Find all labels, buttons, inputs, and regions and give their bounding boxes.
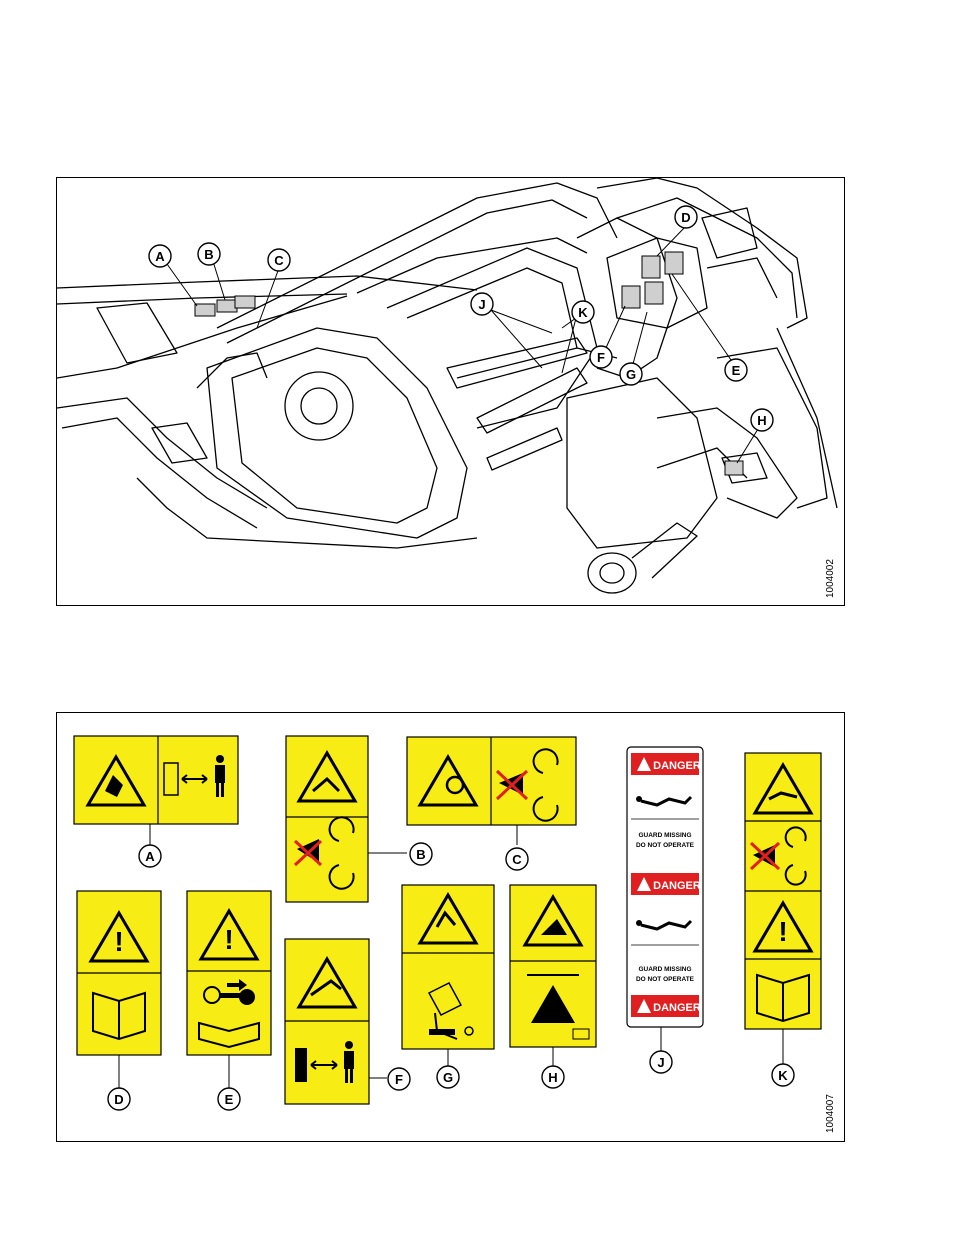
no-hands-rotating-icon bbox=[495, 748, 559, 822]
callout-G: G bbox=[619, 362, 643, 386]
callout-J: J bbox=[470, 292, 494, 316]
decal-B bbox=[285, 735, 369, 903]
figure-id-label: 1004007 bbox=[825, 1094, 836, 1133]
keep-clear-icon bbox=[295, 1048, 307, 1082]
decal-F bbox=[284, 938, 370, 1105]
svg-text:!: ! bbox=[778, 916, 787, 947]
svg-text:F: F bbox=[395, 1072, 403, 1087]
entanglement-icon bbox=[636, 795, 693, 807]
svg-text:GUARD MISSING: GUARD MISSING bbox=[638, 832, 691, 839]
remove-key-icon bbox=[203, 979, 255, 1005]
callout-H: H bbox=[750, 408, 774, 432]
svg-text:E: E bbox=[732, 363, 741, 378]
svg-text:DANGER: DANGER bbox=[653, 880, 701, 892]
svg-text:F: F bbox=[597, 350, 605, 365]
decal-H bbox=[509, 884, 597, 1048]
entanglement-icon bbox=[636, 919, 693, 931]
machine-line-drawing: A B C D E F G H J K bbox=[57, 178, 838, 594]
decal-label-B: B bbox=[409, 842, 433, 866]
decal-E: ! bbox=[186, 890, 272, 1056]
svg-text:GUARD MISSING: GUARD MISSING bbox=[638, 966, 691, 973]
decal-D: ! bbox=[76, 890, 162, 1056]
decal-label-C: C bbox=[505, 847, 529, 871]
svg-text:H: H bbox=[548, 1070, 557, 1085]
svg-text:A: A bbox=[145, 849, 155, 864]
svg-text:!: ! bbox=[114, 926, 123, 957]
callout-D: D bbox=[674, 205, 698, 229]
svg-text:B: B bbox=[416, 847, 425, 862]
svg-text:D: D bbox=[114, 1092, 123, 1107]
decals-drawing: A B bbox=[73, 735, 822, 1111]
decal-label-D: D bbox=[107, 1087, 131, 1111]
svg-text:A: A bbox=[155, 249, 165, 264]
keep-clear-icon bbox=[163, 762, 179, 796]
callout-F: F bbox=[589, 345, 613, 369]
svg-text:C: C bbox=[512, 852, 522, 867]
decal-J: DANGER GUARD MISSING DO NOT OPERATE DANG… bbox=[626, 746, 704, 1028]
decal-label-G: G bbox=[436, 1065, 460, 1089]
crush-hand-icon bbox=[105, 775, 123, 797]
manual-book-icon bbox=[756, 973, 810, 1023]
decal-label-J: J bbox=[649, 1050, 673, 1074]
callout-K: K bbox=[571, 300, 595, 324]
machine-illustration-figure: A B C D E F G H J K 1004002 bbox=[56, 177, 845, 606]
callout-B: B bbox=[197, 242, 221, 266]
decal-G bbox=[401, 884, 495, 1050]
cylinder-lock-icon bbox=[427, 982, 474, 1040]
manual-book-icon bbox=[198, 1021, 260, 1049]
svg-text:G: G bbox=[443, 1070, 453, 1085]
svg-text:K: K bbox=[778, 1068, 788, 1083]
raised-header-icon bbox=[531, 985, 575, 1023]
decal-label-A: A bbox=[138, 844, 162, 868]
svg-text:DANGER: DANGER bbox=[653, 760, 701, 772]
svg-text:G: G bbox=[626, 367, 636, 382]
svg-text:J: J bbox=[478, 297, 485, 312]
svg-text:DANGER: DANGER bbox=[653, 1002, 701, 1014]
svg-text:K: K bbox=[578, 305, 588, 320]
svg-text:DO NOT OPERATE: DO NOT OPERATE bbox=[636, 976, 695, 983]
svg-text:B: B bbox=[204, 247, 213, 262]
no-hands-rotating-icon bbox=[293, 816, 355, 890]
svg-text:E: E bbox=[225, 1092, 234, 1107]
svg-text:C: C bbox=[274, 253, 284, 268]
callout-E: E bbox=[724, 358, 748, 382]
no-hands-rotating-icon bbox=[749, 826, 807, 886]
svg-text:D: D bbox=[681, 210, 690, 225]
callout-C: C bbox=[267, 248, 291, 272]
svg-text:DO NOT OPERATE: DO NOT OPERATE bbox=[636, 842, 695, 849]
decal-label-E: E bbox=[217, 1087, 241, 1111]
decal-A bbox=[73, 735, 239, 825]
decal-K: ! bbox=[744, 752, 822, 1030]
svg-text:!: ! bbox=[224, 924, 233, 955]
decal-label-K: K bbox=[771, 1063, 795, 1087]
manual-book-icon bbox=[92, 991, 146, 1041]
decal-label-H: H bbox=[541, 1065, 565, 1089]
svg-text:H: H bbox=[757, 413, 766, 428]
manual-book-icon bbox=[572, 1028, 590, 1040]
decal-label-F: F bbox=[387, 1067, 411, 1091]
decal-C bbox=[406, 736, 577, 826]
figure-id-label: 1004002 bbox=[825, 559, 836, 598]
svg-text:J: J bbox=[657, 1055, 664, 1070]
safety-decals-figure: A B bbox=[56, 712, 845, 1142]
callout-A: A bbox=[148, 244, 172, 268]
